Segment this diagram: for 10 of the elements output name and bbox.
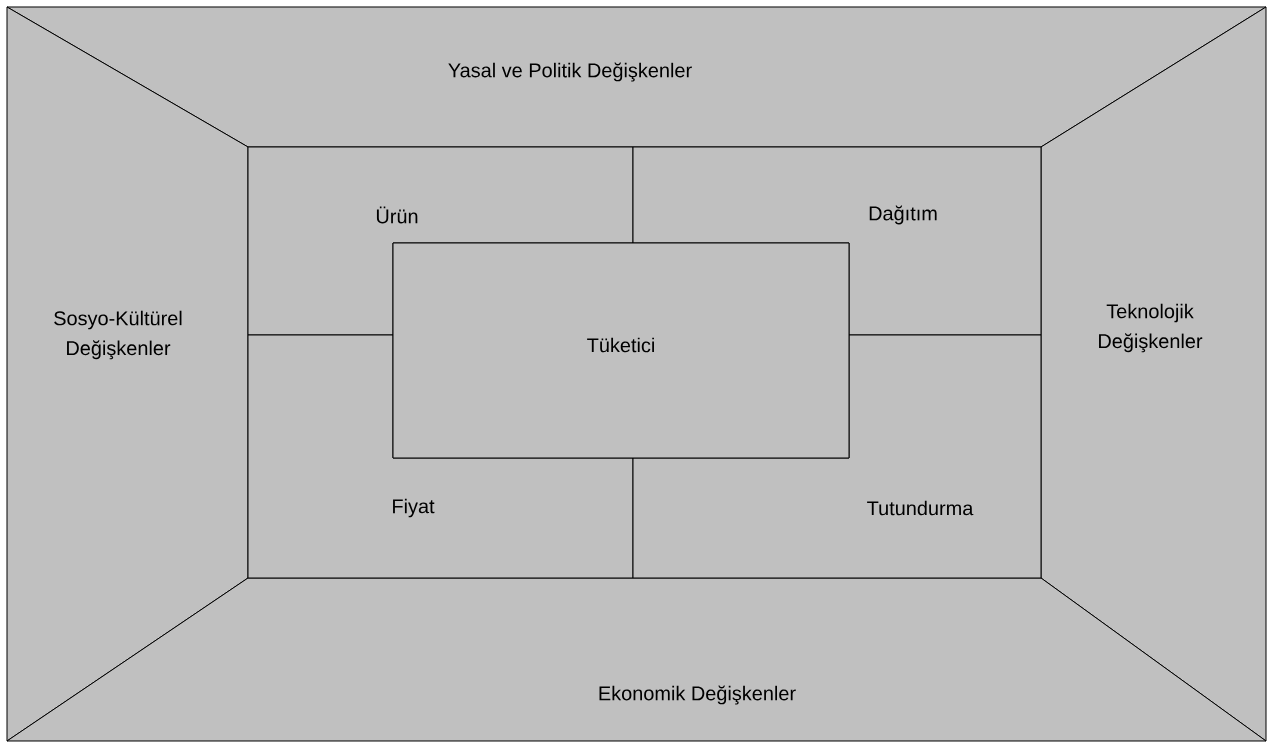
quadrant: Ürün xyxy=(247,146,634,336)
band: Sosyo-Kültürel Değişkenler xyxy=(6,6,249,742)
band: Ekonomik Değişkenler xyxy=(6,577,1267,742)
center-box: Tüketici xyxy=(392,242,850,459)
quadrant: Dağıtım xyxy=(632,146,1042,336)
node-label: Sosyo-Kültürel Değişkenler xyxy=(54,310,182,360)
band: Teknolojik Değişkenler xyxy=(1040,6,1267,742)
node-label: Teknolojik Değişkenler xyxy=(1099,303,1203,353)
node-label: Yasal ve Politik Değişkenler xyxy=(448,62,692,82)
band: Yasal ve Politik Değişkenler xyxy=(6,6,1267,148)
